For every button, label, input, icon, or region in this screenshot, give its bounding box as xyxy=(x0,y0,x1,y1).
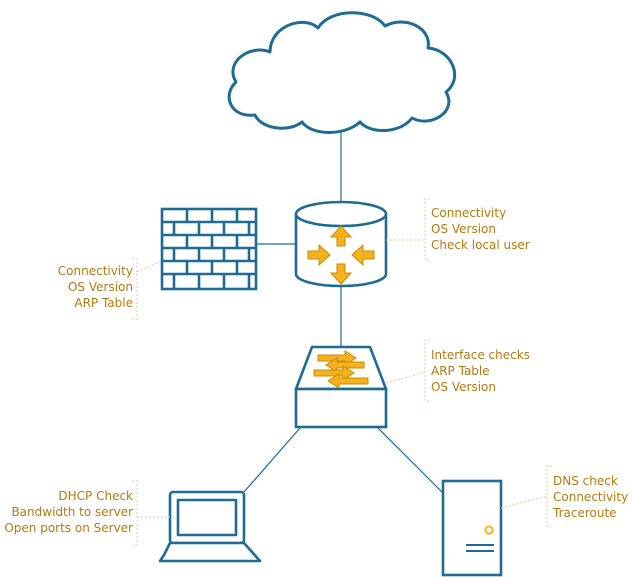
router-note-line: OS Version xyxy=(431,222,496,236)
laptop-note-line: Open ports on Server xyxy=(4,521,133,535)
firewall-note-line: Connectivity xyxy=(58,264,133,278)
link-switch-laptop xyxy=(243,427,301,493)
server-notes: DNS check Connectivity Traceroute xyxy=(552,474,628,520)
router-notes: Connectivity OS Version Check local user xyxy=(431,206,530,252)
connection-lines xyxy=(243,125,443,493)
link-switch-server xyxy=(377,427,443,493)
switch-note-line: ARP Table xyxy=(431,364,490,378)
switch-note-line: Interface checks xyxy=(431,348,530,362)
switch-arrows-icon xyxy=(313,350,369,389)
router-note-line: Check local user xyxy=(431,238,530,252)
firewall-notes: Connectivity OS Version ARP Table xyxy=(58,264,133,310)
firewall-note-line: OS Version xyxy=(68,280,133,294)
switch-note-line: OS Version xyxy=(431,380,496,394)
switch-notes: Interface checks ARP Table OS Version xyxy=(431,348,530,394)
server-note-line: DNS check xyxy=(553,474,618,488)
server-icon xyxy=(441,479,503,577)
switch-icon xyxy=(294,345,388,429)
server-note-line: Connectivity xyxy=(553,490,628,504)
router-note-line: Connectivity xyxy=(431,206,506,220)
firewall-note-line: ARP Table xyxy=(74,296,133,310)
firewall-icon xyxy=(160,207,258,291)
laptop-icon xyxy=(158,490,262,563)
annotation-brackets xyxy=(132,198,552,547)
router-arrows-icon xyxy=(307,225,375,285)
cloud-icon xyxy=(227,11,457,134)
laptop-note-line: Bandwidth to server xyxy=(11,505,133,519)
laptop-note-line: DHCP Check xyxy=(58,489,133,503)
server-note-line: Traceroute xyxy=(552,506,617,520)
router-icon xyxy=(294,200,388,288)
laptop-notes: DHCP Check Bandwidth to server Open port… xyxy=(4,489,133,535)
